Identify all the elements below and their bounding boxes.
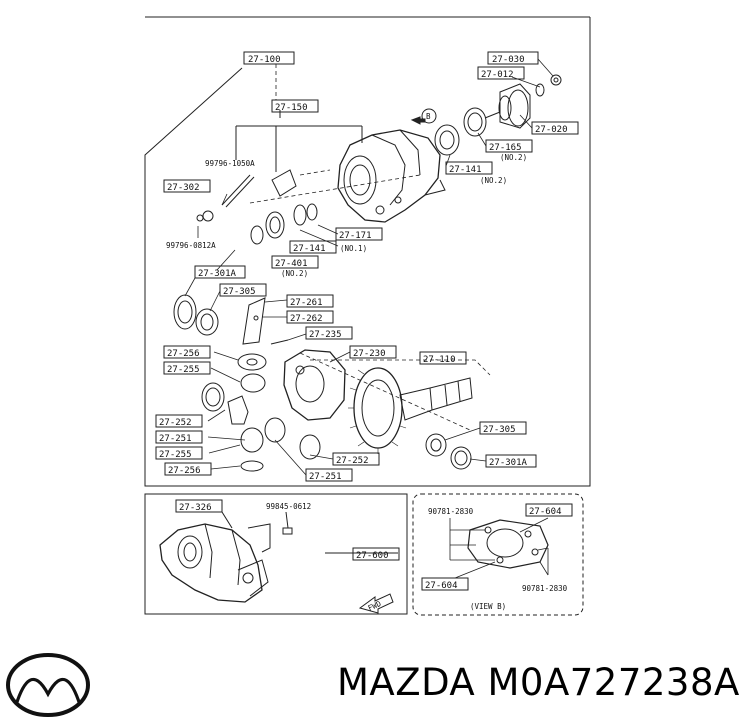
- label-27-150: 27-150: [275, 103, 308, 113]
- mazda-logo-icon: [6, 653, 90, 717]
- label-27-141-mid-note: (NO.1): [340, 244, 367, 253]
- label-27-401: 27-401: [275, 259, 308, 269]
- label-27-256-top: 27-256: [167, 349, 200, 359]
- label-27-165: 27-165: [489, 143, 522, 153]
- label-27-302: 27-302: [167, 183, 200, 193]
- label-27-256-bot: 27-256: [168, 466, 201, 476]
- label-27-252-left: 27-252: [159, 418, 192, 428]
- label-27-252-bot: 27-252: [336, 456, 369, 466]
- label-27-165-note: (NO.2): [500, 153, 527, 162]
- brand-part-number: MAZDA M0A727238A: [337, 661, 740, 704]
- label-27-326: 27-326: [179, 503, 212, 513]
- label-27-251-left: 27-251: [159, 434, 192, 444]
- label-27-230: 27-230: [353, 349, 386, 359]
- label-27-030: 27-030: [492, 55, 525, 65]
- label-27-604-b: 27-604: [425, 581, 458, 591]
- label-27-401-note: (NO.2): [281, 269, 308, 278]
- label-27-141-top-note: (NO.2): [480, 176, 507, 185]
- label-27-600: 27-600: [356, 551, 389, 561]
- label-99796-1050A: 99796-1050A: [205, 159, 255, 168]
- drive-pinion-drawing: [399, 377, 473, 421]
- label-27-235: 27-235: [309, 330, 342, 340]
- label-27-305-bot: 27-305: [483, 425, 516, 435]
- label-27-305-top: 27-305: [223, 287, 256, 297]
- label-27-301A-bot: 27-301A: [489, 458, 528, 468]
- label-27-255-top: 27-255: [167, 365, 200, 375]
- label-90781-2830-b: 90781-2830: [522, 584, 568, 593]
- companion-flange-drawing: [499, 83, 531, 129]
- label-27-100: 27-100: [248, 55, 281, 65]
- label-27-604-a: 27-604: [529, 507, 562, 517]
- label-27-141-mid: 27-141: [293, 244, 326, 254]
- parts-diagram: 27-100 27-030 27-012 27-150 27-020 27-16…: [6, 16, 591, 717]
- label-99845-0612: 99845-0612: [266, 502, 311, 511]
- callout-b: B: [426, 112, 431, 121]
- view-b-drawing: [467, 519, 549, 569]
- label-27-262: 27-262: [290, 314, 323, 324]
- differential-case-drawing: [283, 349, 346, 421]
- label-99796-0812A: 99796-0812A: [166, 241, 216, 250]
- differential-carrier-drawing: [337, 129, 446, 223]
- label-27-255-bot: 27-255: [159, 450, 192, 460]
- label-27-020: 27-020: [535, 125, 568, 135]
- label-27-141-top: 27-141: [449, 165, 482, 175]
- label-27-171: 27-171: [339, 231, 372, 241]
- label-27-301A-top: 27-301A: [198, 269, 237, 279]
- label-90781-2830-a: 90781-2830: [428, 507, 474, 516]
- label-27-110: 27-110: [423, 355, 456, 365]
- carrier-assembly-drawing: [159, 523, 271, 603]
- label-27-261: 27-261: [290, 298, 323, 308]
- label-view-b: (VIEW B): [470, 602, 506, 611]
- label-27-012: 27-012: [481, 70, 514, 80]
- label-27-251-bot: 27-251: [309, 472, 342, 482]
